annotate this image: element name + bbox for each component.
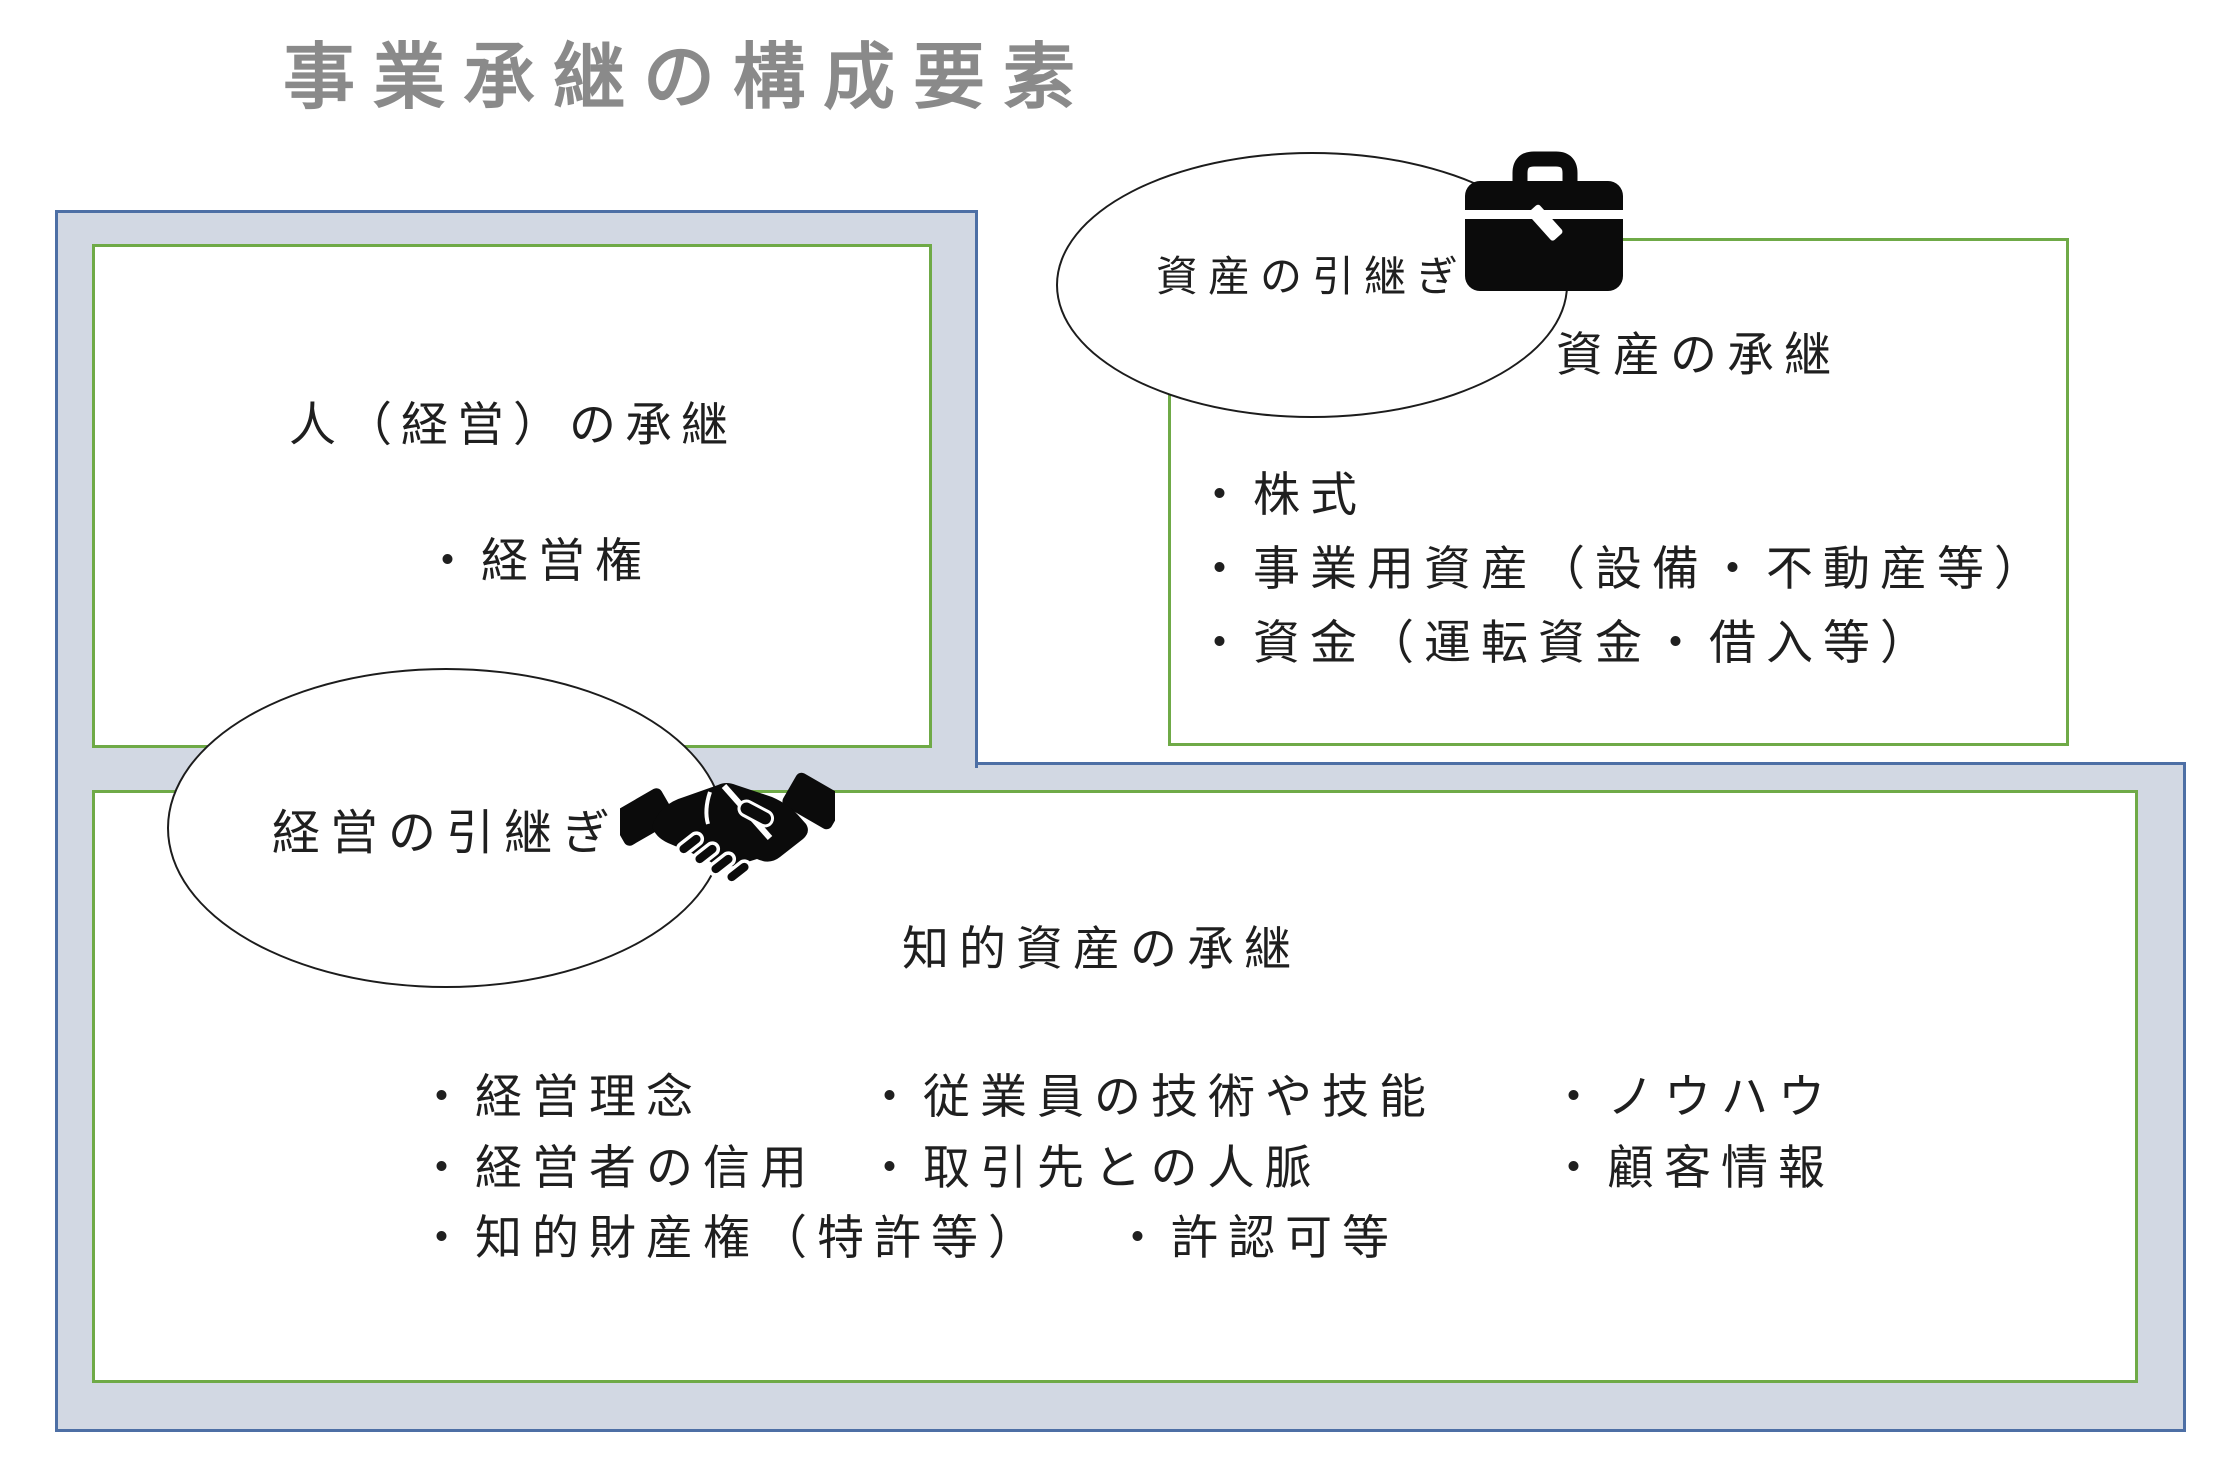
briefcase-icon — [1465, 151, 1623, 291]
management-handover-label: 経営の引継ぎ — [271, 807, 620, 860]
list-item: ・取引先との人脈 — [866, 1141, 1322, 1194]
people-succession-box — [92, 244, 932, 748]
asset-box-heading: 資産の承継 — [1556, 328, 1841, 381]
people-box-heading: 人（経営）の承継 — [289, 398, 737, 451]
list-item: ・顧客情報 — [1550, 1141, 1835, 1194]
asset-box-bullet-list: ・株式 ・事業用資産（設備・不動産等） ・資金（運転資金・借入等） — [1196, 458, 2051, 680]
list-item: ・許認可等 — [1114, 1211, 1399, 1264]
list-item: ・事業用資産（設備・不動産等） — [1196, 542, 2051, 595]
list-item: ・経営理念 — [418, 1070, 703, 1123]
list-item: ・資金（運転資金・借入等） — [1196, 616, 1937, 669]
list-item: ・従業員の技術や技能 — [866, 1070, 1436, 1123]
list-item: ・知的財産権（特許等） — [418, 1211, 1045, 1264]
page-title: 事業承継の構成要素 — [283, 38, 1094, 118]
asset-handover-label: 資産の引継ぎ — [1155, 252, 1468, 300]
list-item: ・ノウハウ — [1550, 1070, 1835, 1123]
list-item: ・株式 — [1196, 468, 1367, 521]
list-item: ・経営者の信用 — [418, 1141, 817, 1194]
people-box-bullet: ・経営権 — [424, 534, 652, 587]
intellectual-box-heading: 知的資産の承継 — [902, 922, 1301, 975]
handshake-icon — [620, 772, 835, 885]
